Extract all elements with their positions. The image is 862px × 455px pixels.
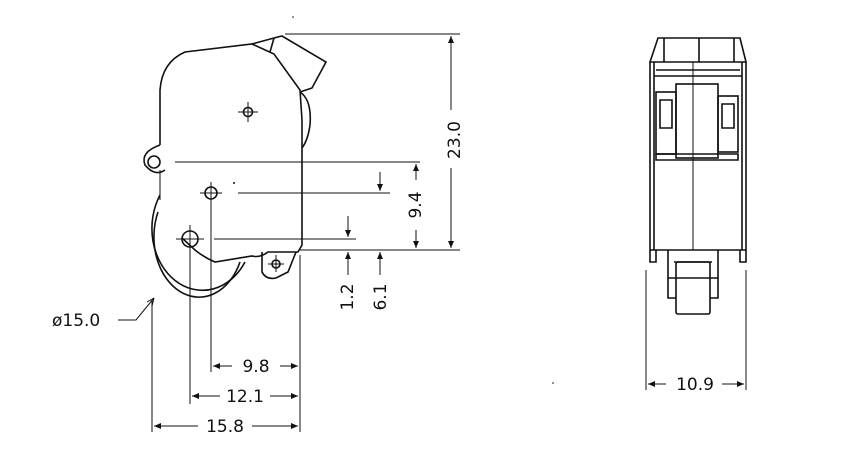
dim-height-23-0: 23.0 — [445, 121, 465, 159]
dim-height-9-4: 9.4 — [406, 191, 426, 218]
dim-width-15-8: 15.8 — [206, 417, 244, 437]
dim-width-12-1: 12.1 — [226, 387, 264, 407]
front-view — [143, 35, 328, 298]
dim-height-6-1: 6.1 — [371, 283, 391, 310]
front-dimensions: 23.0 9.4 6.1 1.2 9.8 12.1 15.8 — [52, 33, 465, 437]
dim-width-9-8: 9.8 — [242, 357, 269, 377]
wheel — [151, 194, 246, 298]
dim-width-side: 10.9 — [676, 375, 714, 395]
dim-height-1-2: 1.2 — [338, 283, 358, 310]
dim-diameter-wheel: ø15.0 — [52, 311, 100, 331]
housing-outline — [159, 43, 303, 263]
latch — [251, 35, 328, 93]
mounting-foot — [261, 251, 297, 280]
side-view: 10.9 — [645, 37, 748, 395]
